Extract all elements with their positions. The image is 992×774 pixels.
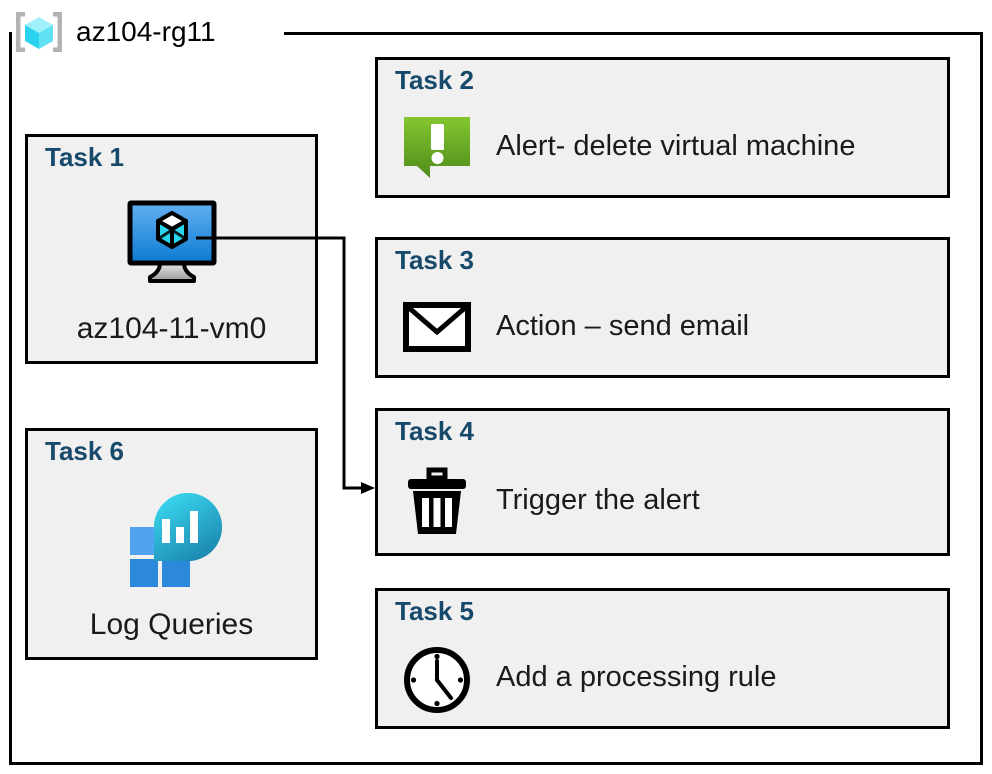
resource-group-frame	[9, 32, 983, 765]
task-3-body: Action – send email	[400, 284, 937, 369]
trash-can-icon	[400, 464, 474, 538]
task-3-title: Task 3	[395, 245, 475, 275]
task-3-action-label: Action – send email	[496, 309, 750, 342]
resource-group-name: az104-rg11	[76, 16, 216, 47]
task-2-title: Task 2	[395, 65, 475, 95]
task-5-title: Task 5	[395, 596, 475, 626]
task-card-task-2[interactable]: Task 2 Alert- delete virtual machine	[375, 57, 950, 198]
task-6-title: Task 6	[45, 436, 125, 466]
task-5-action-label: Add a processing rule	[496, 660, 777, 693]
task-4-action-label: Trigger the alert	[496, 484, 700, 517]
task-6-resource-label: Log Queries	[89, 608, 254, 641]
task-6-body: Log Queries	[28, 479, 315, 649]
task-2-action-label: Alert- delete virtual machine	[496, 129, 856, 162]
task-5-body: Add a processing rule	[400, 635, 937, 720]
task-4-body: Trigger the alert	[400, 455, 937, 547]
clock-icon	[400, 641, 474, 715]
alert-callout-icon	[400, 110, 474, 184]
task-card-task-4[interactable]: Task 4 Trigger the alert	[375, 408, 950, 556]
task-2-body: Alert- delete virtual machine	[400, 104, 937, 189]
resource-group-header-gap	[12, 14, 284, 52]
task-card-task-5[interactable]: Task 5 Add a processing rule	[375, 588, 950, 729]
task-card-task-3[interactable]: Task 3 Action – send email	[375, 237, 950, 378]
task-1-body: az104-11-vm0	[28, 185, 315, 353]
task-1-resource-label: az104-11-vm0	[76, 312, 267, 345]
task-card-task-1[interactable]: Task 1	[25, 134, 318, 364]
virtual-machine-icon	[120, 189, 224, 293]
resource-group-cube-icon	[12, 9, 66, 55]
envelope-icon	[400, 290, 474, 364]
resource-group-header: az104-rg11	[12, 6, 216, 58]
task-1-title: Task 1	[45, 142, 125, 172]
task-card-task-6[interactable]: Task 6	[25, 428, 318, 660]
log-analytics-icon	[120, 483, 224, 587]
task-4-title: Task 4	[395, 416, 475, 446]
